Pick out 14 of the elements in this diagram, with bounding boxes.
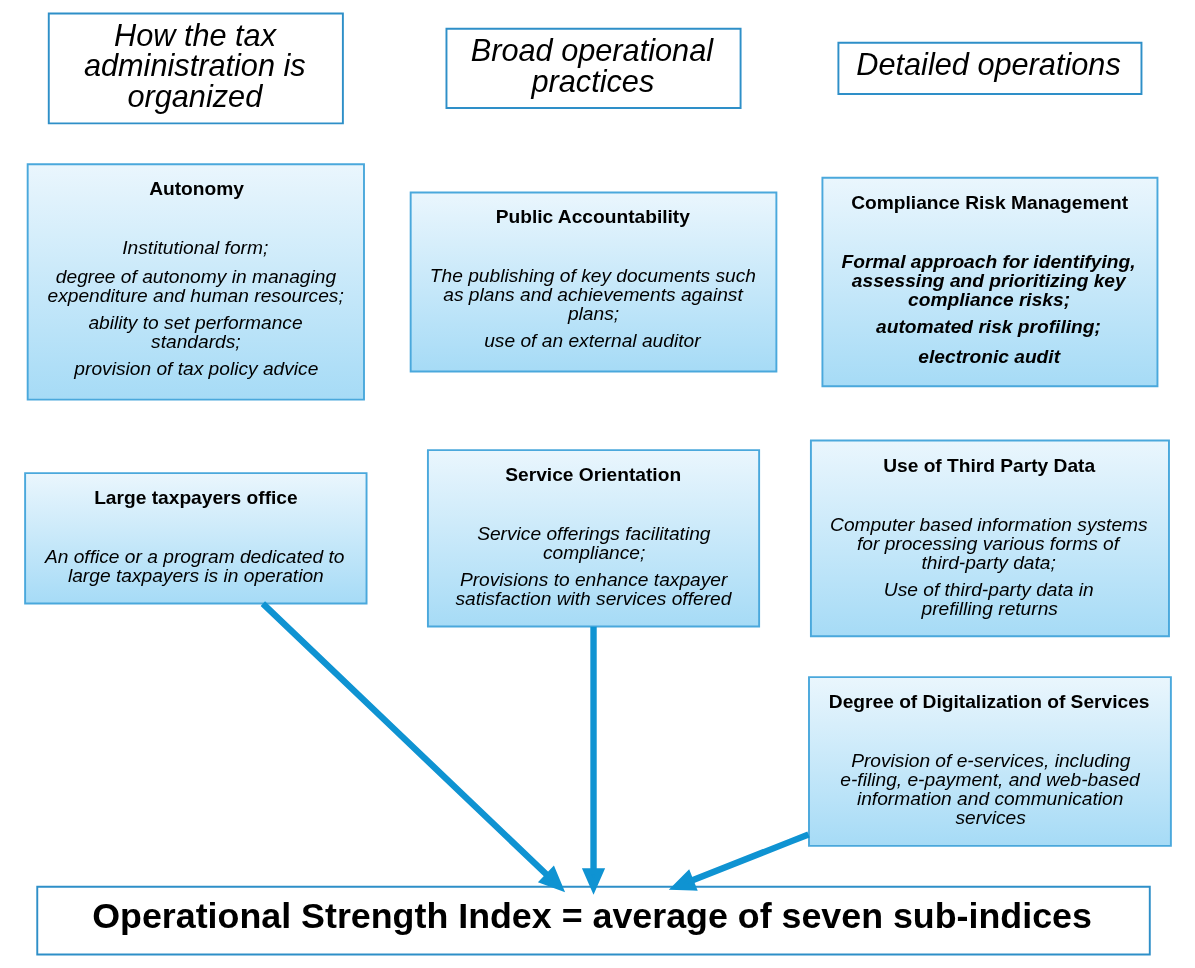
node-box: Service Orientation Service offerings facilitating compliance; Provisions to enhance taxpayer satisfaction with services offered	[426, 449, 760, 628]
node-box: How the tax administration is organized	[47, 12, 344, 125]
node-box: Operational Strength Index = average of seven sub-indices	[35, 885, 1151, 956]
node-box: Large taxpayers office An office or a program dedicated to large taxpayers is in operation	[23, 472, 367, 605]
node-box: Degree of Digitalization of Services Provision of e-services, including e-filing, e-payment, and web-based information and communication services	[807, 676, 1172, 847]
node-box: Broad operational practices	[445, 27, 742, 109]
arrow	[668, 831, 810, 891]
node-box: Detailed operations	[836, 41, 1142, 95]
arrow	[581, 626, 605, 895]
node-box: Compliance Risk Management Formal approach for identifying, assessing and prioritizing key compliance risks; automated risk profiling; electronic audit	[820, 176, 1158, 388]
arrow	[260, 601, 565, 893]
node-box: Public Accountability The publishing of key documents such as plans and achievements against plans; use of an external auditor	[409, 191, 777, 373]
node-box: Use of Third Party Data Computer based information systems for processing various forms of third-party data; Use of third-party data in prefilling returns	[809, 439, 1170, 638]
node-box: Autonomy Institutional form; degree of autonomy in managing expenditure and human resources; ability to set performance standards; provision of tax policy advice	[26, 163, 365, 401]
